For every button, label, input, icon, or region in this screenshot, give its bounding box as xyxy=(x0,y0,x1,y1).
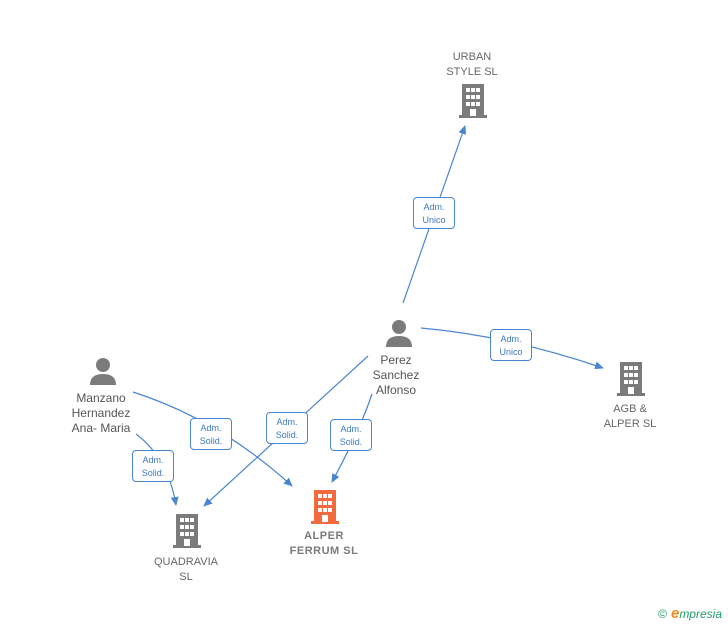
node-alper-ferrum-label[interactable]: ALPER FERRUM SL xyxy=(276,529,372,559)
label-line: URBAN xyxy=(452,51,492,63)
node-perez-label[interactable]: Perez Sanchez Alfonso xyxy=(356,353,436,398)
node-urban-style-label[interactable]: URBAN STYLE SL xyxy=(432,50,512,80)
edge-label-line: Unico xyxy=(499,347,523,357)
node-quadravia-label[interactable]: QUADRAVIA SL xyxy=(144,555,228,585)
label-line: AGB & xyxy=(613,403,647,415)
edge-label-line: Adm. xyxy=(200,423,222,433)
label-line: Perez xyxy=(380,353,412,367)
label-line: QUADRAVIA xyxy=(154,556,218,568)
label-line: STYLE SL xyxy=(446,66,498,78)
edge-label-perez-alper: Adm. Solid. xyxy=(330,419,372,451)
edge-label-line: Adm. xyxy=(500,334,522,344)
brand-name: mpresia xyxy=(679,607,722,621)
building-icon xyxy=(459,84,487,118)
edge-label-perez-urban: Adm. Unico xyxy=(413,197,455,229)
brand-watermark: ©empresia xyxy=(658,605,722,622)
edge-label-line: Solid. xyxy=(141,468,165,478)
edge-label-line: Unico xyxy=(422,215,446,225)
label-line: Manzano xyxy=(76,391,126,405)
label-line: Ana- Maria xyxy=(71,421,131,435)
building-icon xyxy=(617,362,645,396)
building-icon xyxy=(173,514,201,548)
label-line: Hernandez xyxy=(71,406,131,420)
edge-label-perez-quadravia: Adm. Solid. xyxy=(266,412,308,444)
label-line: Alfonso xyxy=(375,383,417,397)
label-line: SL xyxy=(179,571,193,583)
person-icon xyxy=(386,320,412,347)
label-line: Sanchez xyxy=(372,368,420,382)
edge-label-line: Solid. xyxy=(339,437,363,447)
node-agb-alper-label[interactable]: AGB & ALPER SL xyxy=(590,402,670,432)
edge-label-line: Adm. xyxy=(276,417,298,427)
label-line: FERRUM SL xyxy=(289,545,359,557)
edge-label-line: Solid. xyxy=(199,436,223,446)
edge-label-perez-agb: Adm. Unico xyxy=(490,329,532,361)
person-icon xyxy=(90,358,116,385)
edge-label-manzano-alper: Adm. Solid. xyxy=(190,418,232,450)
edge-label-manzano-quadravia: Adm. Solid. xyxy=(132,450,174,482)
building-focus-icon xyxy=(311,490,339,524)
edge-label-line: Adm. xyxy=(142,455,164,465)
brand-initial: e xyxy=(670,605,680,622)
edge-label-line: Solid. xyxy=(275,430,299,440)
label-line: ALPER SL xyxy=(603,418,657,430)
label-line: ALPER xyxy=(304,530,344,542)
copyright-symbol: © xyxy=(658,607,667,621)
edge-label-line: Adm. xyxy=(340,424,362,434)
edge-label-line: Adm. xyxy=(423,202,445,212)
node-manzano-label[interactable]: Manzano Hernandez Ana- Maria xyxy=(56,391,146,436)
